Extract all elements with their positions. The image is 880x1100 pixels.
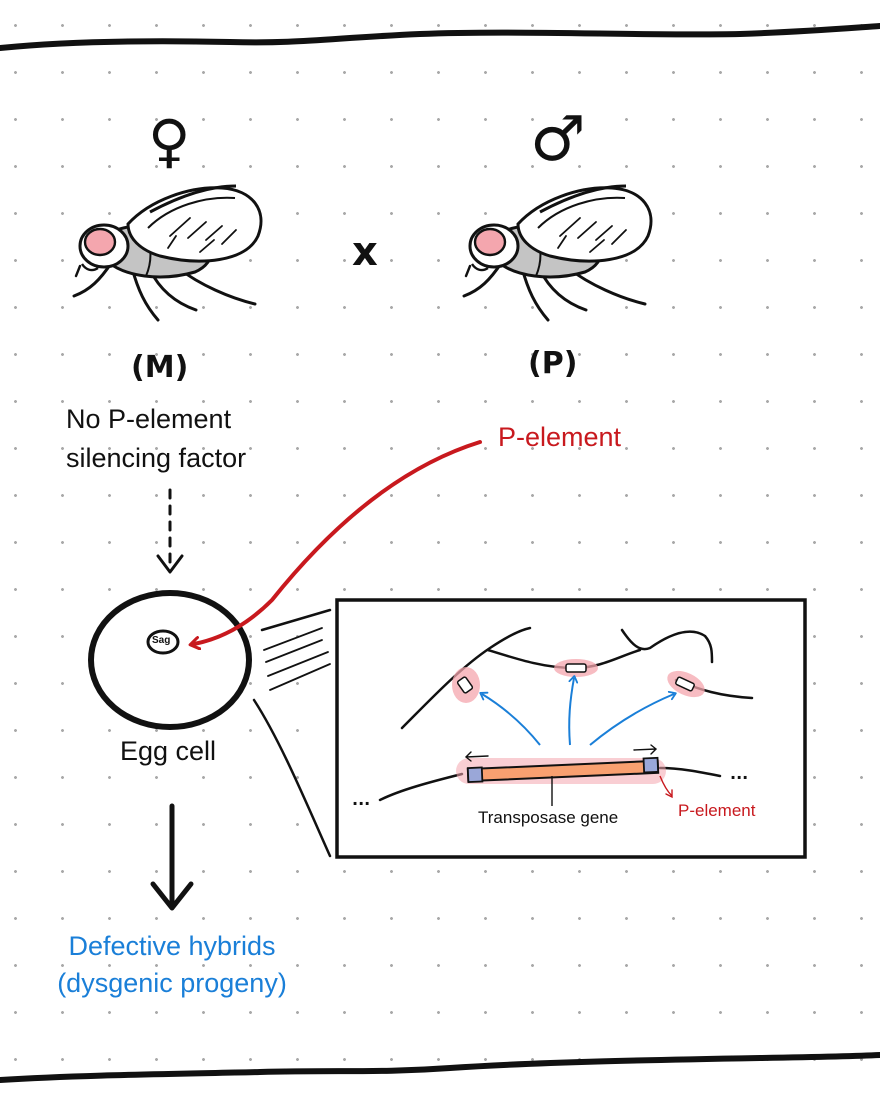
result-line-2: (dysgenic progeny): [57, 968, 287, 998]
nucleus-text: Sag: [152, 635, 171, 646]
female-note-line-2: silencing factor: [66, 443, 247, 473]
female-fly-drawing: [72, 184, 263, 322]
female-symbol: ♀: [148, 107, 191, 175]
top-border-line: [0, 23, 880, 51]
bottom-border-line: [0, 1052, 880, 1083]
insertion-site-right: [667, 670, 705, 698]
zoom-rays-mid: [263, 627, 331, 691]
p-element-label: P-element: [498, 422, 622, 452]
male-symbol: ♂: [530, 102, 586, 175]
left-direction-arrow: [464, 751, 489, 762]
p-element-insert: [456, 756, 666, 784]
p-element-arrow: [194, 440, 482, 644]
dna-strand-upper-left: [400, 626, 532, 730]
female-strain-label: (M): [131, 350, 189, 385]
insertion-site-left: [452, 667, 480, 703]
egg-cell-circle: [88, 590, 252, 730]
inset-zoom-panel: [335, 598, 807, 859]
egg-nucleus: [146, 629, 180, 655]
result-arrow-head: [150, 881, 194, 911]
inset-p-element-label: P-element: [678, 801, 756, 820]
male-strain-label: (P): [528, 346, 578, 381]
right-direction-arrow: [633, 744, 658, 755]
strand-dots-right: ...: [730, 764, 749, 783]
transposition-arrow-left: [479, 691, 541, 746]
egg-cell-label: Egg cell: [120, 736, 217, 766]
male-fly-drawing: [462, 184, 653, 322]
transposition-arrow-right: [589, 690, 677, 746]
strand-dots-left: ...: [352, 790, 371, 809]
transposition-arrow-mid: [568, 675, 579, 746]
dashed-arrow-head: [156, 554, 184, 574]
transposase-gene-label: Transposase gene: [478, 808, 619, 827]
result-line-1: Defective hybrids: [68, 931, 276, 961]
result-label: Defective hybrids (dysgenic progeny): [34, 928, 310, 1002]
p-element-label-leader: [659, 775, 673, 797]
zoom-ray-top: [260, 608, 332, 632]
female-note-line-1: No P-element: [66, 404, 232, 434]
cross-symbol: x: [352, 229, 378, 275]
p-element-label-leader-head: [665, 789, 673, 799]
insertion-site-mid: [554, 659, 598, 677]
zoom-ray-bottom: [252, 698, 332, 858]
dna-strand-upper-right: [620, 628, 714, 664]
female-note: No P-element silencing factor: [66, 400, 246, 478]
